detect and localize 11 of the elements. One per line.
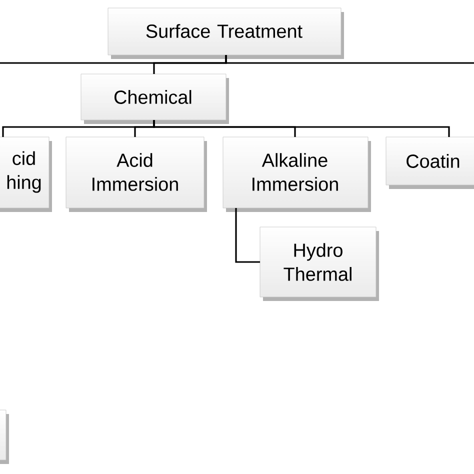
connector-line (153, 120, 450, 137)
category-box: cid hing (0, 136, 52, 212)
category-box: Surface Treatment (108, 8, 344, 59)
category-box: Hydro Thermal (260, 226, 379, 301)
category-box: Coatin (386, 136, 474, 189)
category-box (0, 410, 9, 464)
category-box: Chemical (80, 74, 229, 124)
connector-line (235, 208, 260, 263)
connector-line (225, 55, 474, 64)
category-box: Acid Immersion (66, 136, 207, 212)
category-box: Alkaline Immersion (222, 136, 371, 212)
